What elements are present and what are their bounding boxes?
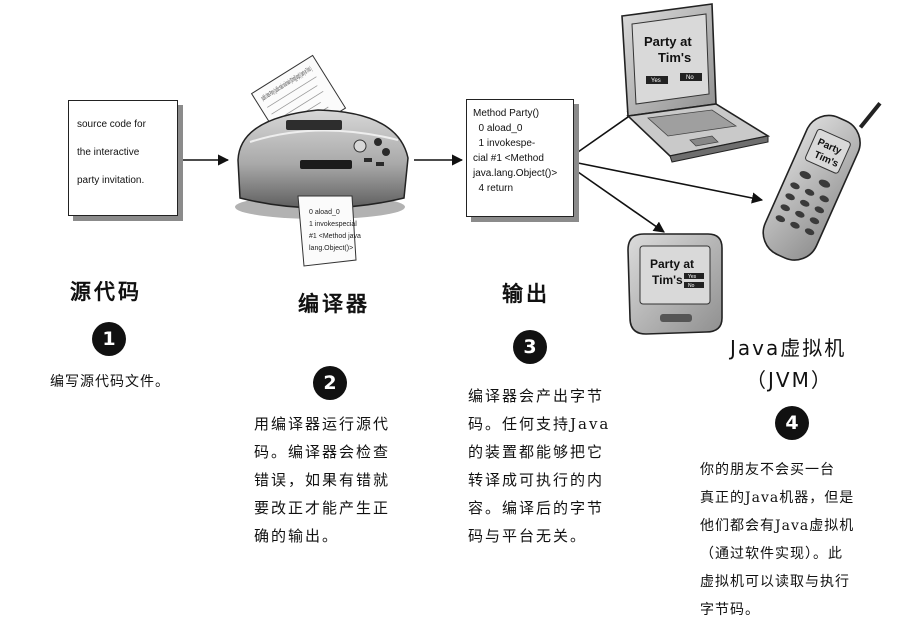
compiler-output-line: #1 <Method java bbox=[309, 233, 361, 240]
description-line: 用编译器运行源代 bbox=[254, 415, 391, 433]
description-line: 真正的Java机器，但是 bbox=[700, 490, 855, 506]
description-line: 他们都会有Java虚拟机 bbox=[700, 518, 855, 534]
step-2-badge: 2 bbox=[313, 366, 347, 400]
description-line: 码。任何支持Java bbox=[468, 415, 611, 433]
description-line: 码与平台无关。 bbox=[468, 527, 588, 545]
bytecode-output-box: Method Party() 0 aload_0 1 invokespe- ci… bbox=[466, 99, 574, 217]
laptop-screen-line: Tim's bbox=[658, 50, 691, 65]
compiler-output-line: 0 aload_0 bbox=[309, 209, 340, 216]
source-code-description: 编写源代码文件。 bbox=[50, 368, 170, 396]
bytecode-line: 1 invokespe- bbox=[473, 138, 536, 149]
description-line: 的装置都能够把它 bbox=[468, 443, 605, 461]
description-line: 字节码。 bbox=[700, 602, 760, 618]
laptop-screen-line: Party at bbox=[644, 34, 692, 49]
jvm-description: 你的朋友不会买一台 真正的Java机器，但是 他们都会有Java虚拟机 （通过软… bbox=[700, 456, 854, 624]
step-4-badge: 4 bbox=[775, 406, 809, 440]
description-line: 确的输出。 bbox=[254, 527, 340, 545]
description-line: 你的朋友不会买一台 bbox=[700, 462, 835, 478]
source-code-box: source code for the interactive party in… bbox=[68, 100, 178, 216]
arrow-output-to-phone bbox=[577, 162, 764, 204]
laptop-button-label: No bbox=[686, 75, 694, 81]
bytecode-line: java.lang.Object()> bbox=[473, 168, 558, 179]
jvm-title: Java虚拟机 bbox=[730, 336, 847, 360]
compiler-machine-illustration: public class Party { public static void … bbox=[235, 54, 409, 267]
compiler-output-paper: 0 aload_0 1 invokespecial #1 <Method jav… bbox=[297, 195, 361, 267]
bytecode-line: 0 aload_0 bbox=[473, 123, 523, 134]
bytecode-line: cial #1 <Method bbox=[473, 153, 544, 164]
description-line: 编写源代码文件。 bbox=[50, 374, 170, 390]
bytecode-line: Method Party() bbox=[473, 108, 540, 119]
description-line: 错误，如果有错就 bbox=[254, 471, 391, 489]
source-code-line: the interactive bbox=[77, 147, 140, 158]
compiler-output-line: lang.Object()> bbox=[309, 245, 353, 252]
laptop-button-label: Yes bbox=[651, 78, 661, 84]
step-3-badge: 3 bbox=[513, 330, 547, 364]
source-code-line: party invitation. bbox=[77, 175, 145, 186]
description-line: 编译器会产出字节 bbox=[468, 387, 605, 405]
laptop-illustration: Party at Tim's Yes No bbox=[621, 3, 771, 163]
compiler-output-line: 1 invokespecial bbox=[309, 221, 357, 228]
pda-screen-line: Tim's bbox=[652, 273, 683, 287]
source-code-line: source code for bbox=[77, 119, 146, 130]
description-line: （通过软件实现）。此 bbox=[700, 546, 843, 562]
mobile-phone-illustration: Party Tim's bbox=[762, 101, 882, 261]
pda-illustration: Party at Tim's Yes No bbox=[627, 233, 723, 335]
pda-button-label: No bbox=[688, 283, 695, 289]
description-line: 转译成可执行的内 bbox=[468, 471, 605, 489]
pda-screen-line: Party at bbox=[650, 257, 694, 271]
description-line: 要改正才能产生正 bbox=[254, 499, 391, 517]
compiler-description: 用编译器运行源代 码。编译器会检查 错误，如果有错就 要改正才能产生正 确的输出… bbox=[254, 410, 390, 550]
pda-button-label: Yes bbox=[688, 274, 697, 280]
output-description: 编译器会产出字节 码。任何支持Java 的装置都能够把它 转译成可执行的内 容。… bbox=[468, 382, 610, 550]
description-line: 虚拟机可以读取与执行 bbox=[700, 574, 850, 590]
output-title: 输出 bbox=[502, 282, 550, 306]
jvm-subtitle: （JVM） bbox=[746, 368, 833, 392]
bytecode-line: 4 return bbox=[473, 183, 514, 194]
arrow-output-to-pda bbox=[577, 171, 665, 233]
source-code-title: 源代码 bbox=[70, 280, 142, 304]
step-1-badge: 1 bbox=[92, 322, 126, 356]
compiler-title: 编译器 bbox=[298, 292, 370, 316]
description-line: 容。编译后的字节 bbox=[468, 499, 605, 517]
description-line: 码。编译器会检查 bbox=[254, 443, 391, 461]
